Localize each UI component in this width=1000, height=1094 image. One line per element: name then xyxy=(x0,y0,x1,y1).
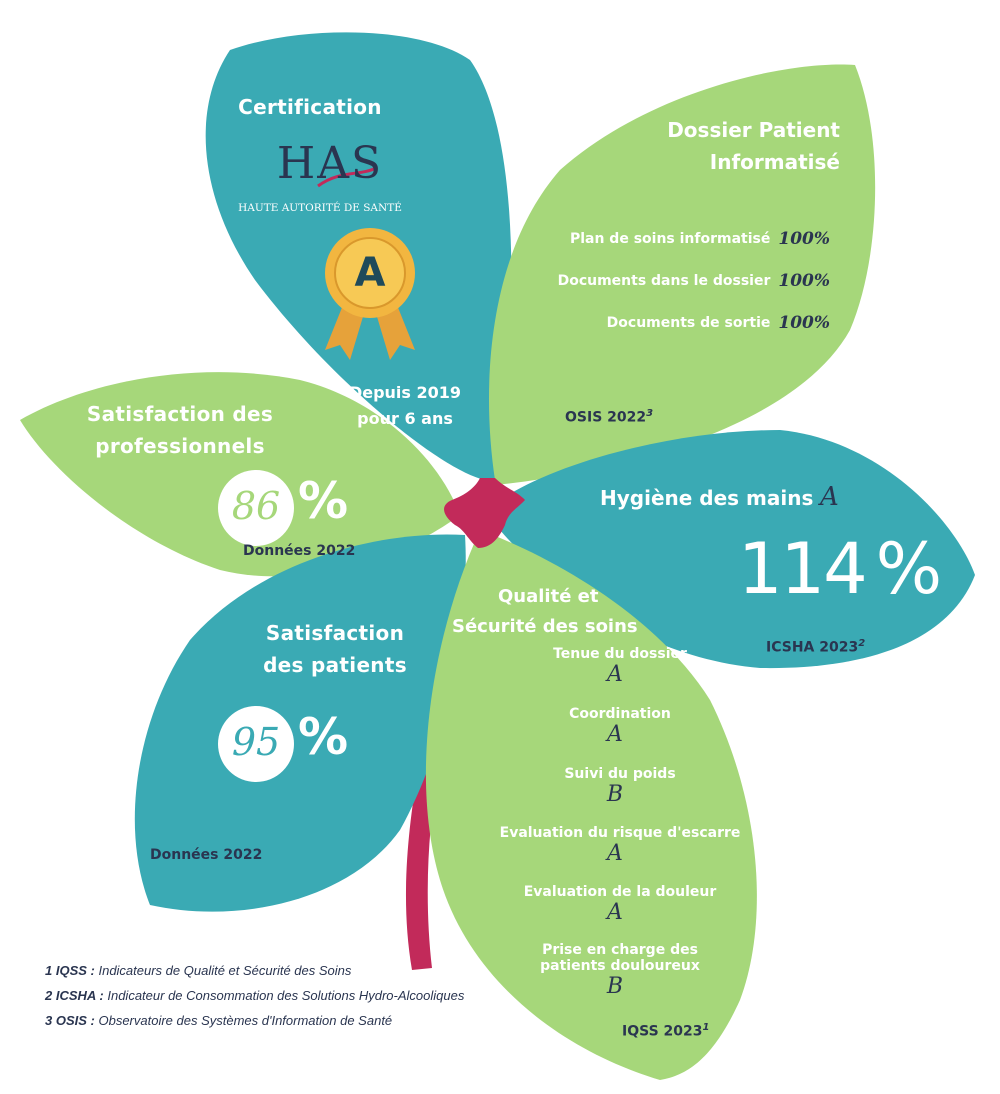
petal-qualite xyxy=(425,530,757,1080)
dossier-title-line1: Dossier Patient xyxy=(667,118,840,142)
patients-title: Satisfaction des patients xyxy=(250,617,420,681)
has-logo: HAS xyxy=(276,138,384,189)
dossier-row: Documents de sortie 100% xyxy=(520,302,830,344)
qualite-item-label: Prise en charge des xyxy=(542,942,698,958)
patients-source: Données 2022 xyxy=(150,847,263,863)
dossier-row: Plan de soins informatisé 100% xyxy=(520,218,830,260)
qualite-item-label: Coordination xyxy=(569,706,671,722)
certification-since-2: pour 6 ans xyxy=(357,409,453,428)
medal-icon xyxy=(325,228,415,360)
certification-since-1: Depuis 2019 xyxy=(348,383,462,402)
qualite-item: Coordination A xyxy=(470,706,770,766)
qualite-item-grade: A xyxy=(607,722,623,747)
professionnels-unit: % xyxy=(298,472,349,530)
dossier-title-line2: Informatisé xyxy=(709,150,840,174)
professionnels-value: 86 xyxy=(231,484,281,528)
patients-title-line1: Satisfaction xyxy=(265,621,405,645)
professionnels-title-line2: professionnels xyxy=(95,434,265,458)
medal-grade: A xyxy=(354,250,386,296)
qualite-items: Tenue du dossier A Coordination A Suivi … xyxy=(470,646,770,999)
professionnels-title: Satisfaction des professionnels xyxy=(70,398,290,462)
footnote-2: 2 ICSHA : Indicateur de Consommation des… xyxy=(45,988,465,1003)
qualite-item: Prise en charge des patients douloureux … xyxy=(470,942,770,999)
dossier-row-value: 100% xyxy=(778,271,830,291)
hygiene-source: ICSHA 20232 xyxy=(766,638,866,656)
qualite-title-line2: Sécurité des soins xyxy=(452,616,638,637)
certification-title: Certification xyxy=(238,95,382,119)
dossier-row: Documents dans le dossier 100% xyxy=(520,260,830,302)
qualite-item-grade: B xyxy=(606,782,624,807)
dossier-title: Dossier Patient Informatisé xyxy=(600,114,840,178)
dossier-row-label: Plan de soins informatisé xyxy=(569,231,771,247)
qualite-item-grade: A xyxy=(607,841,623,866)
patients-title-line2: des patients xyxy=(263,653,407,677)
patients-unit: % xyxy=(298,708,349,766)
qualite-item: Evaluation de la douleur A xyxy=(470,884,770,942)
qualite-item: Evaluation du risque d'escarre A xyxy=(470,825,770,884)
dossier-row-value: 100% xyxy=(778,313,830,333)
qualite-item: Tenue du dossier A xyxy=(470,646,770,706)
has-logo-swoosh xyxy=(317,166,377,188)
flower-center xyxy=(444,478,525,548)
petal-patients xyxy=(134,534,466,912)
qualite-source: IQSS 20231 xyxy=(622,1022,710,1040)
qualite-item-label: Suivi du poids xyxy=(564,766,676,782)
qualite-item-grade: B xyxy=(606,974,624,999)
dossier-source: OSIS 20223 xyxy=(565,408,654,426)
qualite-item-grade: A xyxy=(607,900,623,925)
footnote-3: 3 OSIS : Observatoire des Systèmes d'Inf… xyxy=(45,1013,393,1028)
dossier-rows: Plan de soins informatisé 100% Documents… xyxy=(520,218,830,344)
dossier-row-label: Documents de sortie xyxy=(606,315,771,331)
professionnels-source: Données 2022 xyxy=(243,543,356,559)
hygiene-value: 114% xyxy=(738,528,942,610)
qualite-title: Qualité et Sécurité des soins xyxy=(440,582,680,642)
qualite-item-label: Tenue du dossier xyxy=(553,646,687,662)
footnote-1: 1 IQSS : Indicateurs de Qualité et Sécur… xyxy=(45,963,352,978)
professionnels-title-line1: Satisfaction des xyxy=(86,402,274,426)
patients-value-circle: 95 xyxy=(218,706,294,782)
dossier-row-value: 100% xyxy=(778,229,830,249)
has-logo-subtitle: HAUTE AUTORITÉ DE SANTÉ xyxy=(238,202,402,214)
professionnels-value-circle: 86 xyxy=(218,470,294,546)
patients-value: 95 xyxy=(231,720,281,764)
hygiene-title: Hygiène des mains xyxy=(600,486,814,510)
qualite-item: Suivi du poids B xyxy=(470,766,770,825)
qualite-item-label: Evaluation de la douleur xyxy=(523,884,717,900)
qualite-item-grade: A xyxy=(607,662,623,687)
dossier-row-label: Documents dans le dossier xyxy=(557,273,771,289)
petal-dossier xyxy=(488,64,876,485)
qualite-title-line1: Qualité et xyxy=(498,586,599,607)
hygiene-grade: A xyxy=(820,482,839,512)
qualite-item-label: Evaluation du risque d'escarre xyxy=(499,825,741,841)
qualite-item-label-2: patients douloureux xyxy=(540,958,700,974)
